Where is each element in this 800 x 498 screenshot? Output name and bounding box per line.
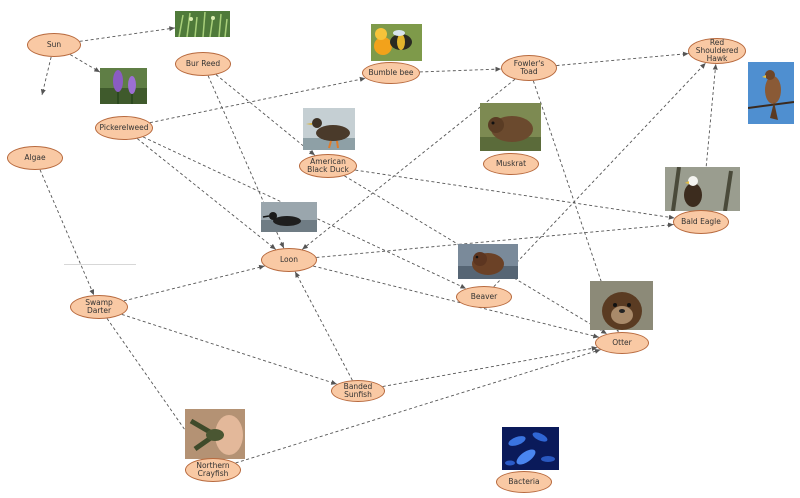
edge-sun-to-open-end <box>40 56 52 96</box>
edge-sun-to-photo-plant <box>79 26 176 42</box>
muskrat-photo <box>480 103 541 151</box>
node-algae[interactable]: Algae <box>7 146 63 170</box>
edge-bur_reed-to-american_black_duck <box>215 74 316 156</box>
edge-loon-to-bald_eagle <box>316 222 674 258</box>
edge-pickerelweed-to-loon <box>137 138 277 250</box>
node-pickerelweed[interactable]: Pickerelweed <box>95 116 153 140</box>
edge-swamp_darter-to-banded_sunfish <box>121 313 338 385</box>
beaver-photo <box>458 244 518 279</box>
node-beaver[interactable]: Beaver <box>456 286 512 308</box>
node-bacteria[interactable]: Bacteria <box>496 471 552 493</box>
node-swamp-darter[interactable]: Swamp Darter <box>70 295 128 319</box>
node-otter[interactable]: Otter <box>595 332 649 354</box>
edge-swamp_darter-to-northern_crayfish <box>106 318 206 459</box>
bacteria-photo <box>502 427 559 470</box>
otter-photo <box>590 281 653 330</box>
duck-photo <box>303 108 355 150</box>
node-bur-reed[interactable]: Bur Reed <box>175 52 231 76</box>
node-banded-sunfish[interactable]: Banded Sunfish <box>331 380 385 402</box>
node-fowlers-toad[interactable]: Fowler's Toad <box>501 55 557 81</box>
edge-fowlers_toad-to-loon <box>301 78 516 250</box>
edge-banded_sunfish-to-otter <box>382 346 598 387</box>
bumble-bee-photo <box>371 24 422 61</box>
grass-photo <box>175 11 230 37</box>
edge-loon-to-otter <box>313 265 600 339</box>
edge-american_black_duck-to-otter <box>344 175 608 335</box>
hawk-photo <box>748 62 794 124</box>
crayfish-photo <box>185 409 245 459</box>
node-bumble-bee[interactable]: Bumble bee <box>362 62 420 84</box>
eagle-photo <box>665 167 740 211</box>
edge-pickerelweed-to-bumble_bee <box>149 76 366 124</box>
edge-banded_sunfish-to-loon <box>294 271 353 381</box>
node-northern-crayfish[interactable]: Northern Crayfish <box>185 458 241 482</box>
edge-bumble_bee-to-fowlers_toad <box>419 66 502 73</box>
edge-american_black_duck-to-bald_eagle <box>355 169 675 220</box>
edge-beaver-to-red_shouldered_hawk <box>493 62 706 288</box>
node-muskrat[interactable]: Muskrat <box>483 153 539 175</box>
node-sun[interactable]: Sun <box>27 33 81 57</box>
edge-algae-to-swamp_darter <box>39 169 95 296</box>
node-bald-eagle[interactable]: Bald Eagle <box>673 210 729 234</box>
purple-flower-photo <box>100 68 147 104</box>
node-loon[interactable]: Loon <box>261 248 317 272</box>
faint-divider-line <box>64 264 136 265</box>
edge-swamp_darter-to-loon <box>123 264 265 302</box>
node-american-black-duck[interactable]: American Black Duck <box>299 154 357 178</box>
loon-photo <box>261 202 317 232</box>
edge-sun-to-photo-flower <box>70 54 101 73</box>
node-red-shouldered-hawk[interactable]: Red Shouldered Hawk <box>688 38 746 64</box>
edge-fowlers_toad-to-red_shouldered_hawk <box>556 51 689 66</box>
